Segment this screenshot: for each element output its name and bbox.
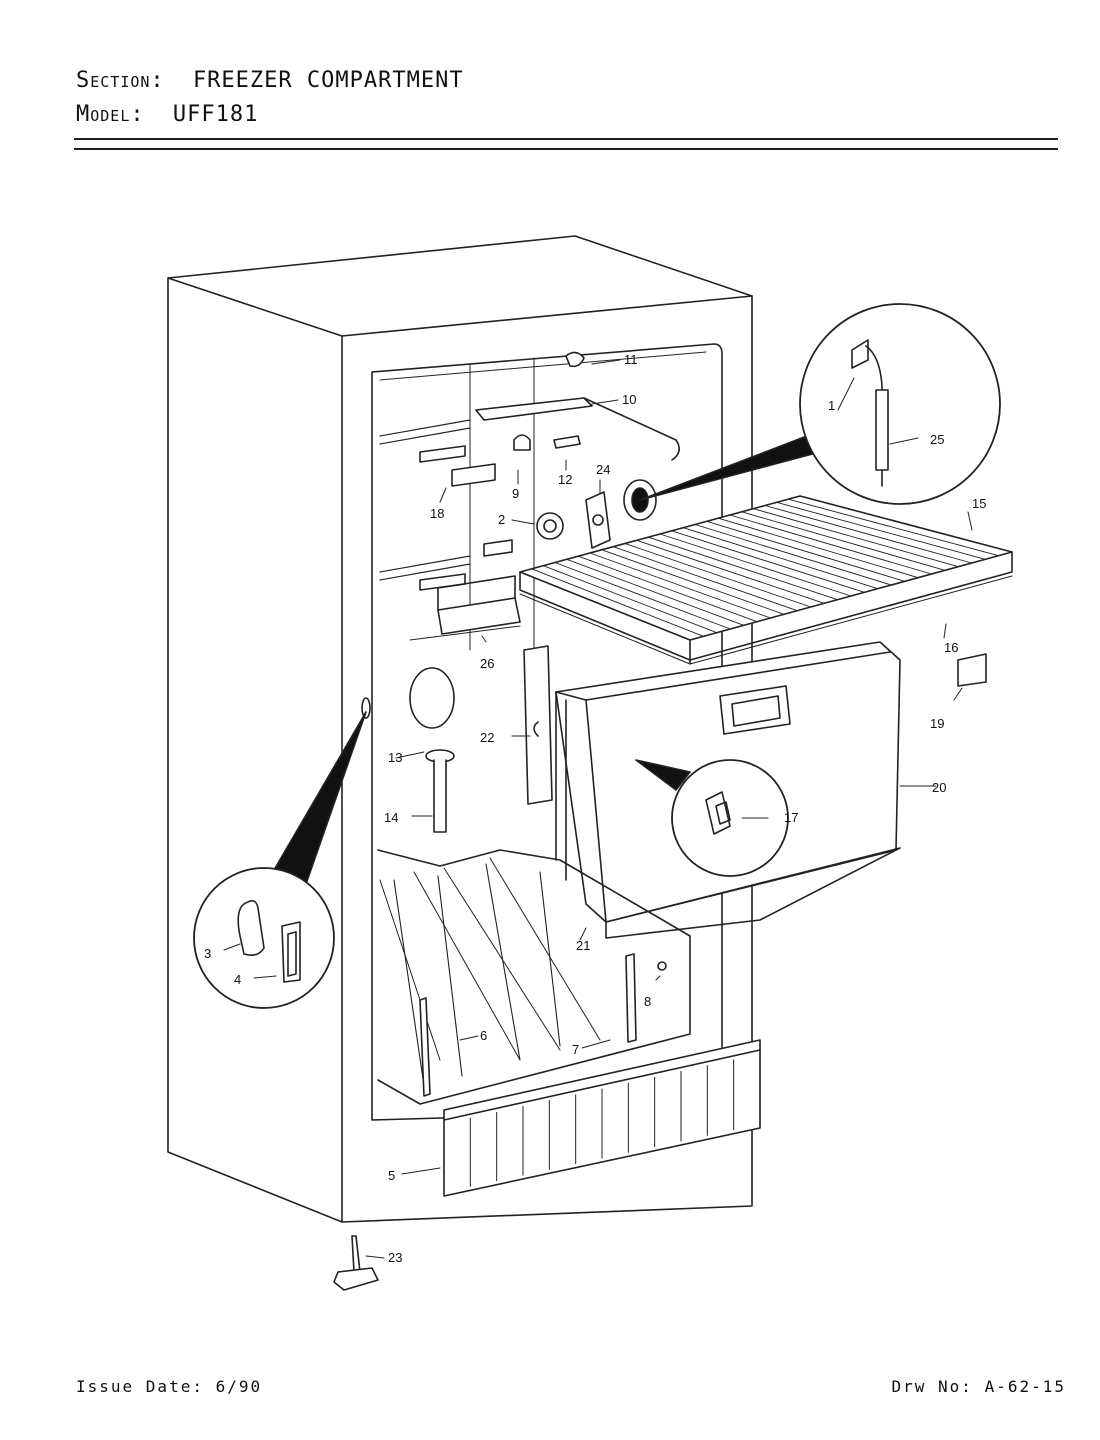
shelf-rib	[647, 536, 839, 601]
callout-9: 9	[512, 486, 519, 501]
callout-24: 24	[596, 462, 610, 477]
shelf-rib	[717, 517, 919, 579]
callout-16: 16	[944, 640, 958, 655]
leveling-leg	[333, 1235, 379, 1291]
shelf-rib	[612, 546, 798, 612]
leader-lines	[223, 359, 973, 1259]
shelf-rib	[554, 562, 731, 630]
callout-17: 17	[784, 810, 798, 825]
shelf-rib	[636, 539, 825, 604]
small-parts	[273, 645, 987, 1043]
shelf-rib	[542, 565, 718, 634]
shelf-rib	[589, 552, 771, 619]
drawing-number: Drw No: A-62-15	[891, 1377, 1066, 1396]
shelf-rib	[682, 527, 879, 590]
model-key: Model:	[76, 102, 145, 127]
wire-basket-lower	[377, 849, 691, 1105]
callout-22: 22	[480, 730, 494, 745]
callout-4: 4	[234, 972, 241, 987]
shelf-rib	[531, 568, 704, 637]
model-number: UFF181	[172, 102, 259, 127]
shelf-rib	[577, 555, 758, 623]
callout-10: 10	[622, 392, 636, 407]
callout-6: 6	[480, 1028, 487, 1043]
callout-18: 18	[430, 506, 444, 521]
callout-2: 2	[498, 512, 505, 527]
shelf-rib	[752, 508, 959, 568]
control-hardware	[475, 351, 821, 549]
shelf-rib	[659, 533, 852, 597]
inset-latch	[635, 759, 789, 877]
shelf-rib	[566, 558, 745, 626]
header-rule-top	[74, 138, 1058, 140]
section-row: Section: FREEZER COMPARTMENT	[76, 68, 464, 93]
callout-23: 23	[388, 1250, 402, 1265]
callout-19: 19	[930, 716, 944, 731]
callout-20: 20	[932, 780, 946, 795]
callout-14: 14	[384, 810, 398, 825]
inset-hinge	[193, 867, 335, 1009]
callout-1: 1	[828, 398, 835, 413]
shelf-rib	[601, 549, 785, 615]
upper-rails	[379, 419, 521, 635]
wire-shelf-ribs	[531, 498, 1000, 637]
kick-plate	[443, 1039, 761, 1197]
callout-8: 8	[644, 994, 651, 1009]
callout-labels: 1 2 3 4 5 6 7 8 9 10 11 12 13 14 15 16 1…	[204, 352, 986, 1265]
shelf-rib	[624, 543, 812, 608]
callout-13: 13	[388, 750, 402, 765]
callout-5: 5	[388, 1168, 395, 1183]
callout-7: 7	[572, 1042, 579, 1057]
shelf-rib	[741, 511, 946, 571]
callout-11: 11	[624, 352, 638, 367]
shelf-rib	[694, 524, 892, 586]
shelf-rib	[729, 514, 932, 575]
shelf-rib	[764, 505, 973, 564]
shelf-rib	[787, 498, 1000, 557]
callout-3: 3	[204, 946, 211, 961]
issue-date: Issue Date: 6/90	[76, 1377, 263, 1396]
callout-12: 12	[558, 472, 572, 487]
section-title: FREEZER COMPARTMENT	[192, 68, 464, 93]
section-key: Section:	[76, 68, 165, 93]
callout-21: 21	[576, 938, 590, 953]
callout-26: 26	[480, 656, 494, 671]
inset-thermostat	[799, 303, 1001, 505]
callout-25: 25	[930, 432, 944, 447]
shelf-rib	[671, 530, 865, 593]
shelf-rib	[776, 501, 986, 560]
model-row: Model: UFF181	[76, 102, 258, 127]
shelf-rib	[706, 520, 906, 582]
callout-15: 15	[972, 496, 986, 511]
header-rule-bottom	[74, 148, 1058, 150]
